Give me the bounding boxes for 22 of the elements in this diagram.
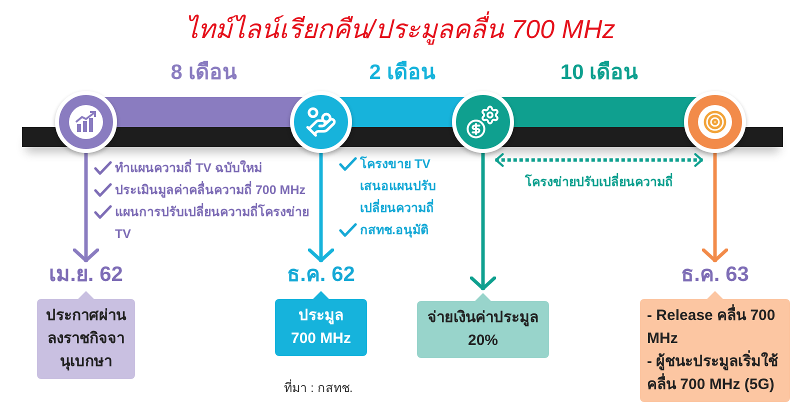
- callout-text: ประมูล 700 MHz: [290, 306, 352, 349]
- checklist-item: แผนการปรับเปลี่ยนความถี่โครงข่าย TV: [115, 202, 310, 243]
- dotted-arrow: [495, 153, 703, 167]
- timeline-band: [104, 97, 303, 127]
- arrow: [702, 153, 728, 262]
- arrow: [308, 153, 334, 262]
- date-label: ธ.ค. 63: [681, 262, 749, 288]
- callout-text: จ่ายเงินค่าประมูล 20%: [426, 308, 540, 351]
- diagram-title: ไทม์ไลน์เรียกคืน/ประมูลคลื่น 700 MHz: [184, 13, 616, 45]
- checklist-item: กสทช.อนุมัติ: [360, 222, 428, 240]
- checklist-item: ประเมินมูลค่าคลื่นความถี่ 700 MHz: [115, 180, 306, 200]
- date-label: ธ.ค. 62: [287, 262, 355, 288]
- date-label: เม.ย. 62: [49, 262, 123, 288]
- source-note: ที่มา : กสทช.: [284, 378, 353, 397]
- callout-text: - Release คลื่น 700 MHz: [647, 304, 783, 350]
- checklist-item: โครงขาย TV เสนอแผนปรับเปลี่ยนความถี่: [360, 155, 437, 217]
- arrow: [72, 153, 100, 262]
- timeline-band: [501, 97, 697, 127]
- callout-text: ประกาศผ่านลงราชกิจจานุเบกษา: [45, 306, 128, 372]
- checklist-item: ทำแผนความถี่ TV ฉบับใหม่: [115, 158, 262, 177]
- callout-text: - ผู้ชนะประมูลเริ่มใช้ คลื่น 700 MHz (5G): [647, 350, 783, 396]
- arrow: [470, 153, 496, 290]
